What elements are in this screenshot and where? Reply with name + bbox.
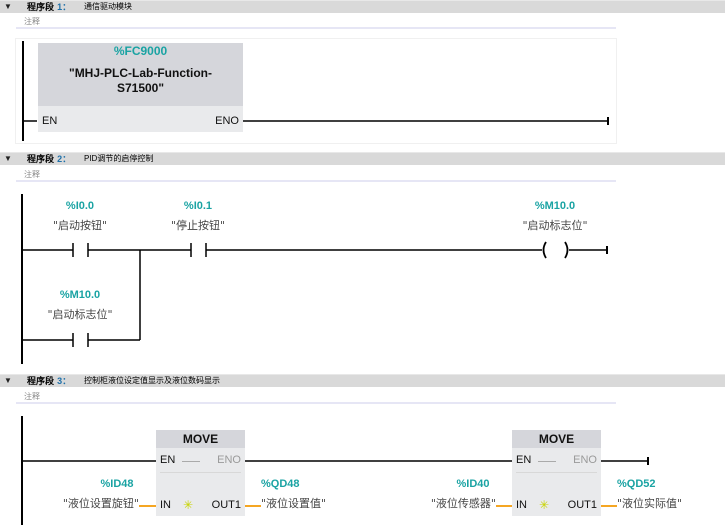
out1-pin[interactable]: OUT1	[211, 499, 241, 511]
star-icon[interactable]: ✳	[539, 498, 550, 512]
eno-pin[interactable]: ENO	[217, 454, 241, 466]
network-2-title[interactable]: PID调节的启停控制	[84, 154, 154, 163]
move1-in-address[interactable]: %ID48	[100, 478, 134, 490]
coil-m100-symbol[interactable]: "启动标志位"	[522, 219, 588, 232]
collapse-triangle-icon[interactable]: ▼	[4, 376, 12, 385]
block-name-line1: "MHJ-PLC-Lab-Function-	[69, 66, 212, 80]
network-3-header[interactable]: ▼ 程序段 3： 控制柜液位设定值显示及液位数码显示	[0, 374, 725, 387]
network-2-label: 程序段 2：	[27, 154, 72, 165]
contact-m100-symbol[interactable]: "启动标志位"	[47, 308, 113, 321]
move1-out-address[interactable]: %QD48	[261, 478, 300, 490]
move-block-1[interactable]: MOVE EN ENO IN ✳ OUT1	[156, 430, 245, 516]
move1-in-symbol[interactable]: "液位设置旋钮"	[62, 497, 139, 510]
in-pin[interactable]: IN	[516, 499, 527, 511]
block-name-line2: S71500"	[116, 81, 165, 95]
block-name: "MHJ-PLC-Lab-Function- S71500"	[38, 66, 243, 96]
network-2-body: %I0.0 "启动按钮" %I0.1 "停止按钮" %M10.0 "启动标志位"…	[15, 190, 617, 368]
fc9000-block[interactable]: %FC9000 "MHJ-PLC-Lab-Function- S71500" E…	[38, 43, 243, 132]
network-2-header[interactable]: ▼ 程序段 2： PID调节的启停控制	[0, 152, 725, 165]
coil-m100-address[interactable]: %M10.0	[534, 200, 576, 212]
move2-out-address[interactable]: %QD52	[617, 478, 656, 490]
eno-pin[interactable]: ENO	[573, 454, 597, 466]
in-pin[interactable]: IN	[160, 499, 171, 511]
en-eno-line	[182, 461, 200, 462]
eno-pin[interactable]: ENO	[215, 115, 239, 127]
move2-in-symbol[interactable]: "液位传感器"	[430, 497, 496, 510]
block-address: %FC9000	[113, 44, 168, 58]
en-eno-line	[538, 461, 556, 462]
contact-m100-address[interactable]: %M10.0	[59, 289, 101, 301]
move-title: MOVE	[512, 430, 601, 448]
en-pin[interactable]: EN	[42, 115, 58, 127]
contact-i01-address[interactable]: %I0.1	[183, 200, 213, 212]
divider	[516, 472, 597, 473]
star-icon[interactable]: ✳	[183, 498, 194, 512]
network-1-title[interactable]: 通信驱动模块	[84, 2, 132, 11]
collapse-triangle-icon[interactable]: ▼	[4, 154, 12, 163]
move1-out-symbol[interactable]: "液位设置值"	[261, 497, 327, 510]
network-3-label: 程序段 3：	[27, 376, 72, 387]
network-1-wires	[22, 41, 609, 141]
coil-right	[564, 241, 569, 259]
network-2-wires	[21, 194, 608, 364]
move-title: MOVE	[156, 430, 245, 448]
move2-out-symbol[interactable]: "液位实际值"	[617, 497, 683, 510]
network-2-comment[interactable]: 注释	[16, 168, 616, 182]
move2-in-address[interactable]: %ID40	[456, 478, 490, 490]
network-3-body: MOVE EN ENO IN ✳ OUT1 %ID48 "液位设置旋钮" %QD…	[15, 412, 682, 525]
network-1-header[interactable]: ▼ 程序段 1： 通信驱动模块	[0, 0, 725, 13]
move-block-2[interactable]: MOVE EN ENO IN ✳ OUT1	[512, 430, 601, 516]
out1-pin[interactable]: OUT1	[567, 499, 597, 511]
network-1-label: 程序段 1：	[27, 2, 72, 13]
en-pin[interactable]: EN	[160, 454, 176, 466]
contact-i00-symbol[interactable]: "启动按钮"	[52, 219, 108, 232]
contact-i01-symbol[interactable]: "停止按钮"	[170, 219, 226, 232]
block-header: %FC9000 "MHJ-PLC-Lab-Function- S71500"	[38, 43, 243, 106]
network-1-body: %FC9000 "MHJ-PLC-Lab-Function- S71500" E…	[15, 38, 617, 144]
en-pin[interactable]: EN	[516, 454, 532, 466]
divider	[160, 472, 241, 473]
contact-i00-address[interactable]: %I0.0	[65, 200, 95, 212]
network-3-title[interactable]: 控制柜液位设定值显示及液位数码显示	[84, 376, 220, 385]
collapse-triangle-icon[interactable]: ▼	[4, 2, 12, 11]
network-1-comment[interactable]: 注释	[16, 15, 616, 29]
coil-left	[542, 241, 547, 259]
network-3-comment[interactable]: 注释	[16, 390, 616, 404]
network-3-wires	[21, 416, 649, 525]
